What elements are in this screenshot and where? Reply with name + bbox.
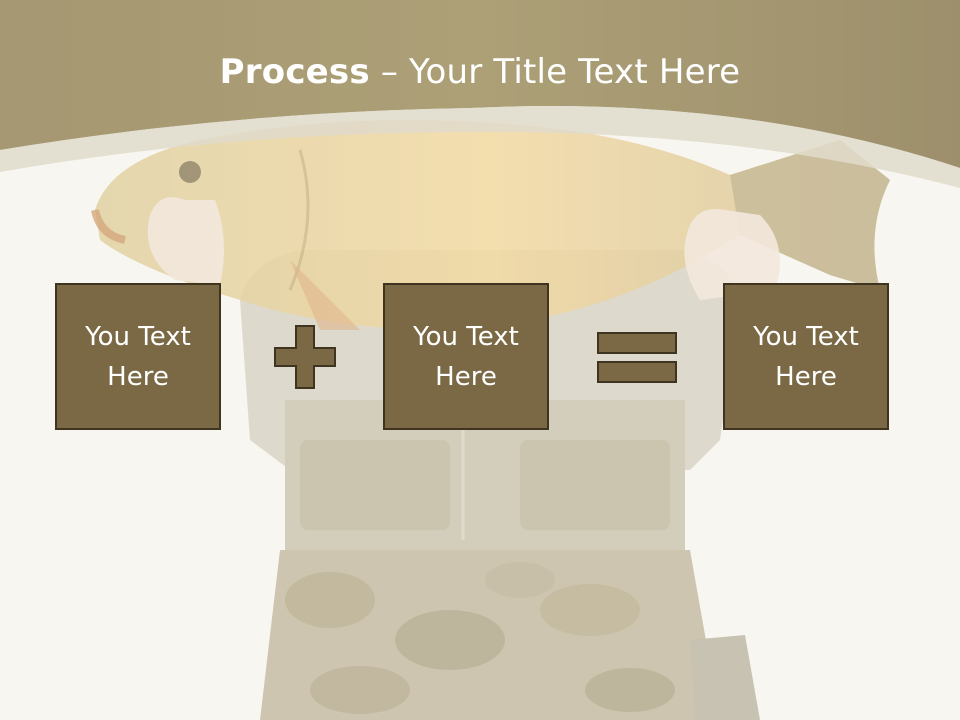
equals-icon	[597, 332, 677, 383]
title-rest: Your Title Text Here	[409, 52, 741, 92]
page-title: Process – Your Title Text Here	[0, 52, 960, 92]
plus-icon	[274, 325, 336, 389]
process-box-3-label: You Text Here	[753, 321, 859, 392]
process-box-1[interactable]: You Text Here	[55, 283, 221, 430]
process-box-3[interactable]: You Text Here	[723, 283, 889, 430]
process-box-2[interactable]: You Text Here	[383, 283, 549, 430]
process-box-2-label: You Text Here	[413, 321, 519, 392]
title-bold: Process	[219, 52, 370, 92]
title-dash: –	[369, 52, 410, 92]
process-box-1-label: You Text Here	[85, 321, 191, 392]
